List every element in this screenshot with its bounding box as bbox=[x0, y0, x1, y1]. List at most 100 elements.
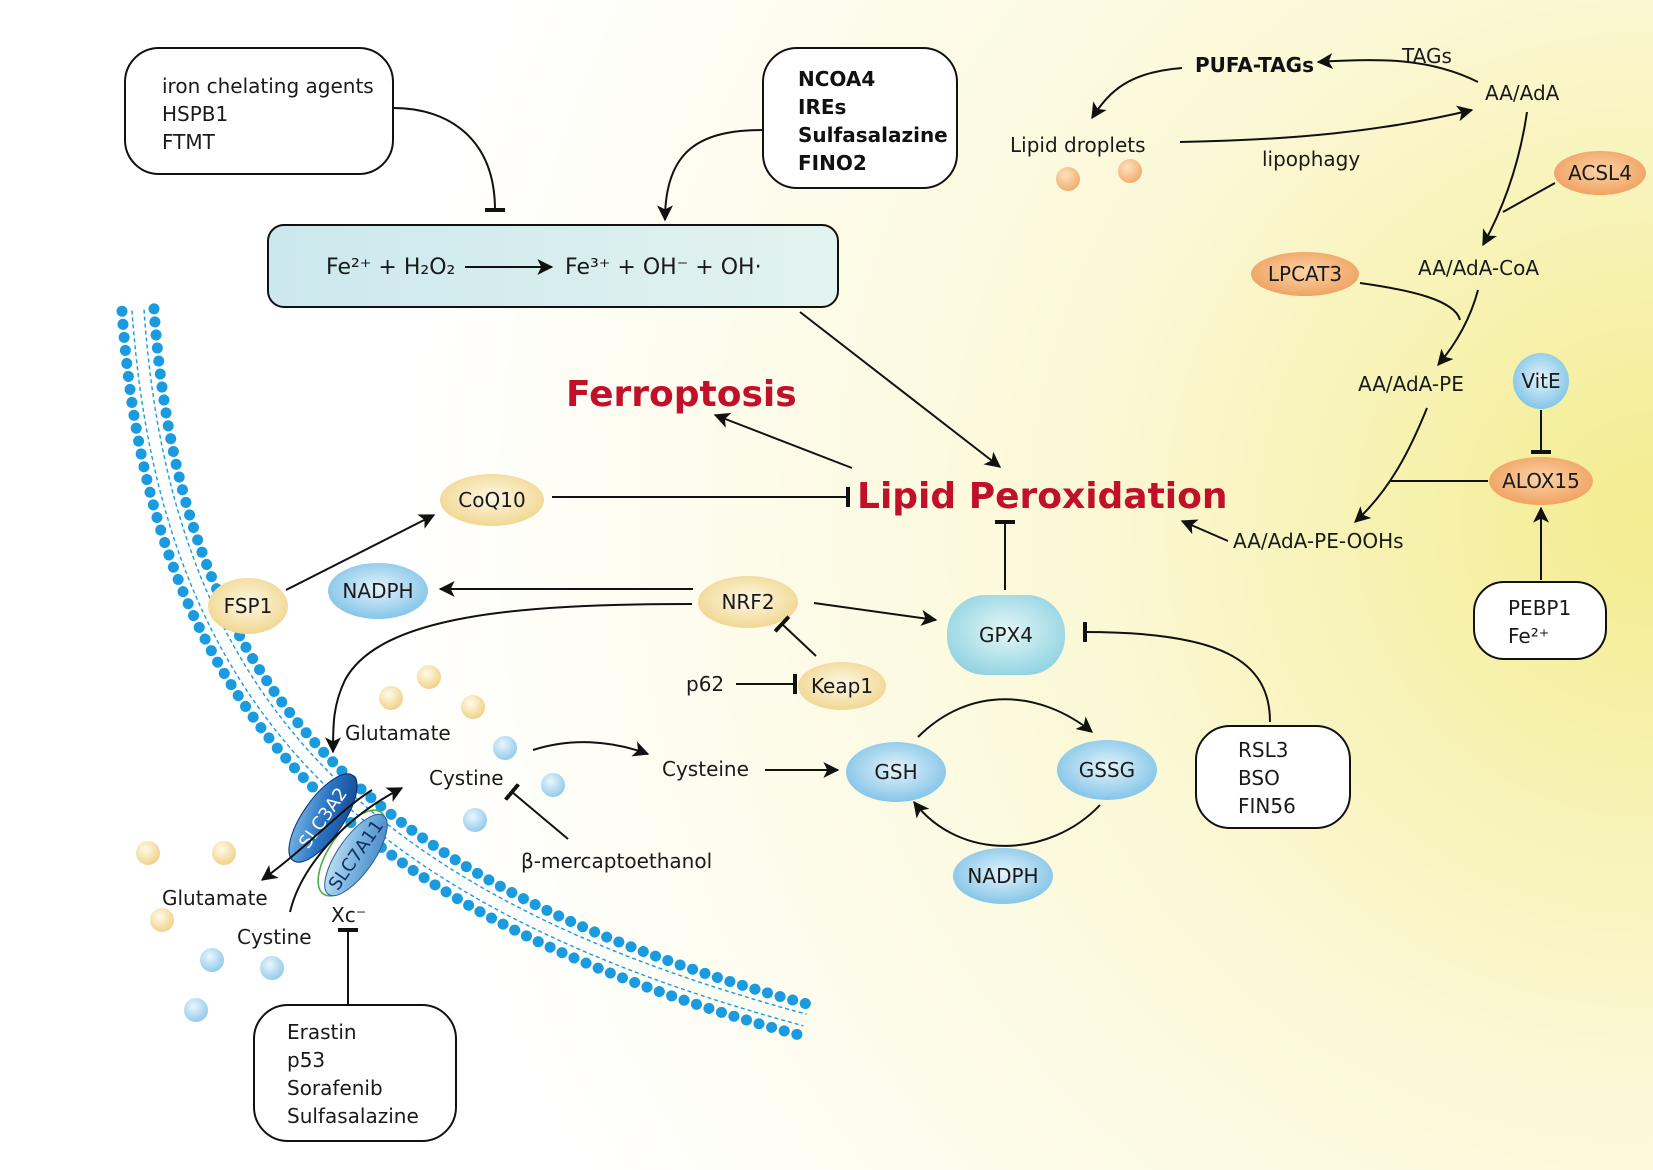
gssg-node bbox=[1057, 740, 1157, 800]
cystine-particle bbox=[184, 998, 208, 1022]
fin56-label: FIN56 bbox=[1238, 794, 1296, 818]
vite-node bbox=[1513, 353, 1569, 409]
gssg-label: GSSG bbox=[1079, 758, 1135, 782]
cystine-to-cysteine-arrow bbox=[532, 741, 650, 757]
chelator-inhibit-line bbox=[392, 107, 506, 213]
fenton-to-lipid-arrow bbox=[799, 311, 1002, 468]
glutamate-particle bbox=[136, 841, 160, 865]
lipid-peroxidation-title: Lipid Peroxidation bbox=[857, 476, 1228, 517]
glutamate-particle bbox=[461, 695, 485, 719]
glutamate-export-arrow bbox=[260, 789, 373, 881]
aa-ada-pe-label: AA/AdA-PE bbox=[1358, 372, 1464, 396]
cystine-particle bbox=[493, 736, 517, 760]
glutamate-particle bbox=[417, 665, 441, 689]
fe2-label: Fe²⁺ bbox=[1508, 624, 1549, 648]
alox15-node bbox=[1489, 457, 1593, 505]
cystine-inside-label: Cystine bbox=[429, 766, 504, 790]
lipid-to-ferroptosis-arrow bbox=[713, 412, 853, 469]
slc3a2-transporter bbox=[288, 773, 358, 863]
iron-chelating-agents-label: iron chelating agents bbox=[162, 74, 374, 98]
sorafenib-label: Sorafenib bbox=[287, 1076, 383, 1100]
ires-label: IREs bbox=[798, 95, 846, 119]
gpx4-label: GPX4 bbox=[979, 623, 1033, 647]
cystine-particle bbox=[463, 808, 487, 832]
nrf2-node bbox=[698, 576, 798, 628]
lpcat3-link bbox=[1359, 282, 1461, 321]
keap1-inhibit-nrf2-line bbox=[773, 615, 817, 657]
nadph-bottom-label: NADPH bbox=[967, 864, 1038, 888]
pufa-to-droplets-arrow bbox=[1091, 67, 1183, 120]
iron-chelator-box bbox=[124, 47, 394, 175]
keap1-node bbox=[798, 662, 886, 710]
cystine-outside-label: Cystine bbox=[237, 925, 312, 949]
fino2-label: FINO2 bbox=[798, 151, 867, 175]
fsp1-label: FSP1 bbox=[224, 594, 273, 618]
bso-label: BSO bbox=[1238, 766, 1280, 790]
erastin-label: Erastin bbox=[287, 1020, 357, 1044]
pe-to-oohs-arrow bbox=[1354, 407, 1428, 523]
ncoa4-box bbox=[762, 47, 958, 189]
xc-inhibitor-box bbox=[253, 1004, 457, 1142]
coq10-node bbox=[440, 474, 544, 526]
p53-label: p53 bbox=[287, 1048, 325, 1072]
nrf2-to-slc3a2-arrow bbox=[325, 603, 693, 754]
lipid-droplet bbox=[1056, 167, 1080, 191]
sulfasalazine-bottom-label: Sulfasalazine bbox=[287, 1104, 419, 1128]
aa-ada-label: AA/AdA bbox=[1485, 81, 1560, 105]
ncoa4-label: NCOA4 bbox=[798, 67, 875, 91]
nrf2-to-gpx4-arrow bbox=[813, 602, 938, 626]
mercapto-inhibit-line bbox=[504, 783, 569, 840]
lipid-droplet bbox=[1118, 159, 1142, 183]
mercaptoethanol-label: β-mercaptoethanol bbox=[521, 849, 712, 873]
coq10-label: CoQ10 bbox=[458, 488, 525, 512]
lipophagy-label: lipophagy bbox=[1262, 147, 1360, 171]
lpcat3-label: LPCAT3 bbox=[1268, 262, 1342, 286]
sulfasalazine-top-label: Sulfasalazine bbox=[798, 123, 948, 147]
lipophagy-arrow bbox=[1179, 105, 1474, 143]
alox15-label: ALOX15 bbox=[1502, 469, 1580, 493]
glutamate-particle bbox=[150, 908, 174, 932]
acsl4-node bbox=[1554, 151, 1646, 195]
gsh-node bbox=[846, 742, 946, 802]
gpx4-node bbox=[947, 595, 1065, 675]
gsh-to-gssg-arrow bbox=[917, 698, 1094, 738]
rsl3-inhibit-gpx4-line bbox=[1082, 621, 1271, 723]
cell-membrane bbox=[116, 303, 815, 1041]
hspb1-label: HSPB1 bbox=[162, 102, 228, 126]
keap1-label: Keap1 bbox=[811, 674, 873, 698]
pebp1-box bbox=[1473, 581, 1607, 660]
p62-label: p62 bbox=[686, 672, 724, 696]
vite-label: VitE bbox=[1521, 369, 1560, 393]
aa-to-coa-arrow bbox=[1482, 111, 1528, 247]
aa-ada-coa-label: AA/AdA-CoA bbox=[1418, 256, 1539, 280]
fenton-products: Fe³⁺ + OH⁻ + OH· bbox=[565, 255, 762, 280]
cystine-particle bbox=[541, 773, 565, 797]
ferroptosis-title: Ferroptosis bbox=[566, 374, 797, 415]
pufa-tags-label: PUFA-TAGs bbox=[1195, 53, 1314, 77]
glutamate-inside-label: Glutamate bbox=[345, 721, 451, 745]
cystine-particle bbox=[200, 948, 224, 972]
aa-to-pufa-arrow bbox=[1316, 53, 1479, 83]
fsp1-node bbox=[208, 578, 288, 634]
glutamate-particle bbox=[379, 686, 403, 710]
lipid-droplets-label: Lipid droplets bbox=[1010, 133, 1146, 157]
lpcat3-node bbox=[1251, 252, 1359, 296]
rsl3-label: RSL3 bbox=[1238, 738, 1288, 762]
xc-label: Xc⁻ bbox=[331, 903, 366, 927]
pebp1-label: PEBP1 bbox=[1508, 596, 1571, 620]
oohs-to-lipid-arrow bbox=[1180, 519, 1229, 542]
fenton-reactants: Fe²⁺ + H₂O₂ bbox=[326, 255, 455, 280]
cystine-particle bbox=[260, 956, 284, 980]
glutamate-particle bbox=[212, 841, 236, 865]
gpx4-inhibitor-box bbox=[1195, 725, 1351, 829]
coa-to-pe-arrow bbox=[1437, 289, 1479, 367]
ncoa4-arrow bbox=[657, 129, 764, 222]
cystine-import-arrow bbox=[289, 787, 404, 913]
gsh-label: GSH bbox=[874, 760, 917, 784]
nadph-bottom-node bbox=[953, 848, 1053, 904]
nadph-top-label: NADPH bbox=[342, 579, 413, 603]
acsl4-link bbox=[1502, 182, 1556, 213]
gssg-to-gsh-arrow bbox=[913, 800, 1101, 847]
